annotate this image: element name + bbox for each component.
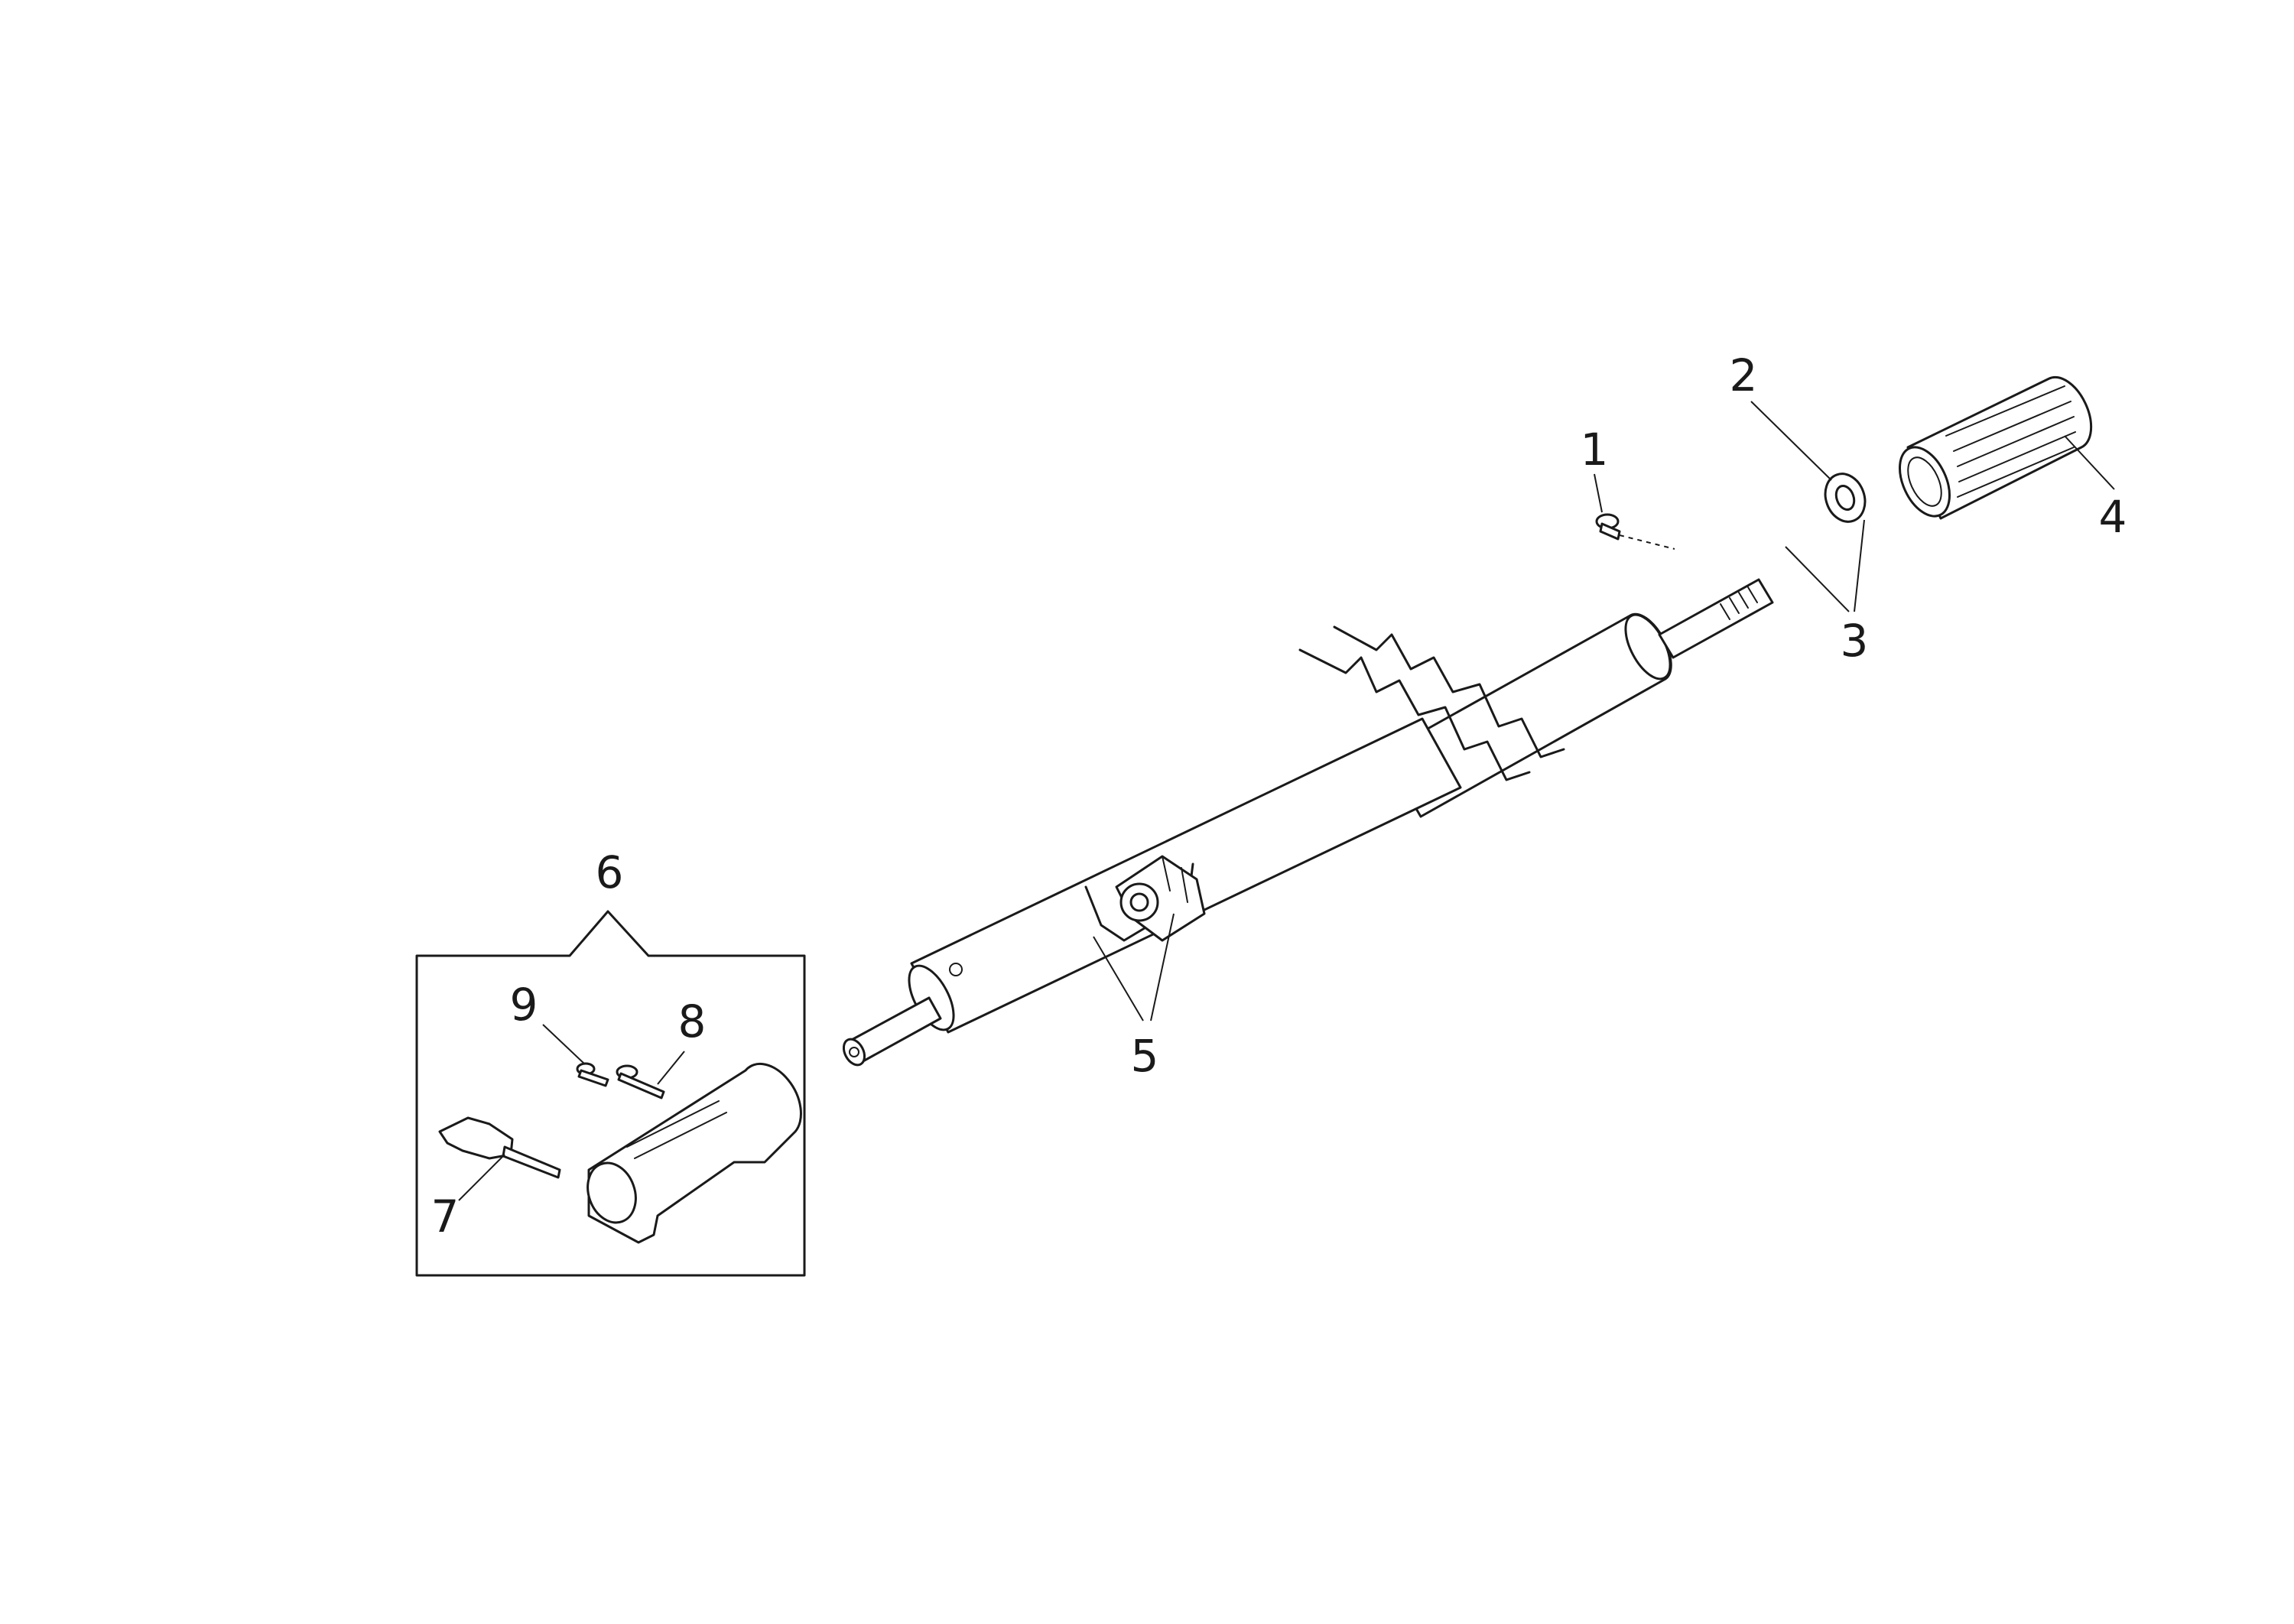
callout-7: 7	[431, 1190, 460, 1242]
callout-4: 4	[2099, 491, 2127, 543]
part-9-screw	[576, 1062, 609, 1087]
callout-1: 1	[1581, 424, 1609, 476]
callout-9: 9	[510, 979, 538, 1031]
spline-shaft	[1658, 578, 1774, 659]
callout-3: 3	[1841, 615, 1869, 667]
part-1-screw	[1595, 513, 1675, 550]
callout-2: 2	[1730, 349, 1758, 401]
part-4-grip-sleeve	[1899, 375, 2093, 520]
part-2-washer	[1824, 473, 1867, 523]
cutaway-bearings	[1084, 855, 1206, 942]
part-8-screw	[616, 1064, 665, 1099]
callout-8: 8	[678, 996, 707, 1047]
main-tube	[910, 612, 1672, 1034]
clamp-housing	[586, 1062, 802, 1244]
callout-5: 5	[1131, 1030, 1159, 1082]
leader-lines	[458, 401, 2115, 1201]
callout-6: 6	[596, 846, 624, 898]
part-7-wing-knob	[438, 1116, 561, 1179]
tube-left-end	[842, 963, 963, 1067]
assembly-6-box	[415, 910, 806, 1277]
